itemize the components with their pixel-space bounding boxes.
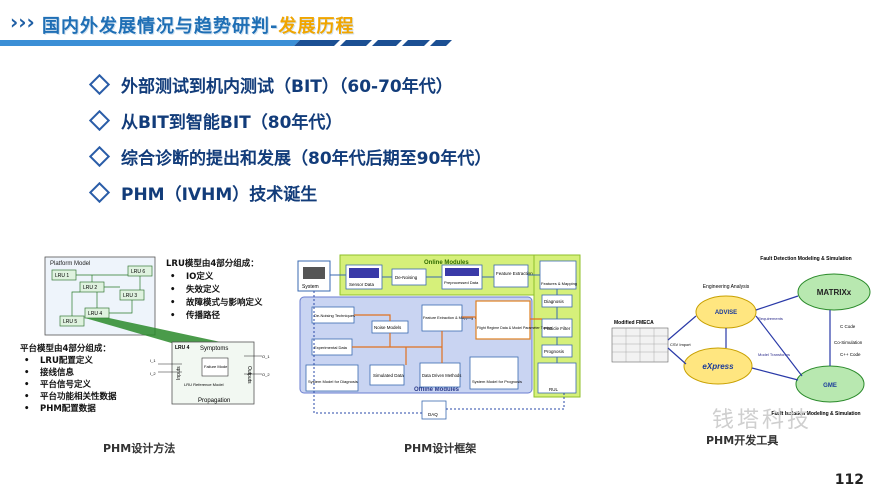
bullet-text: 从BIT到智能BIT（80年代） xyxy=(121,112,343,133)
lru-label: LRU 1 xyxy=(55,273,69,279)
online-label: Online Modules xyxy=(424,260,469,266)
io-label: O_2 xyxy=(262,372,270,377)
sys-prog-label: System Model for Prognosis xyxy=(472,379,522,384)
requirements-label: Requirements xyxy=(758,316,783,321)
lru-note-item: IO定义 xyxy=(166,271,263,284)
chevron-right-icon: ››› xyxy=(10,10,35,34)
symptoms-label: Symptoms xyxy=(200,346,228,352)
bullet-item: 综合诊断的提出和发展（80年代后期至90年代） xyxy=(88,138,492,174)
propagation-label: Propagation xyxy=(198,398,230,404)
diamond-bullet-icon xyxy=(88,145,111,167)
fault-isolation-label: Fault Isolation Modeling & Simulation xyxy=(771,411,860,417)
io-label: I_1 xyxy=(150,358,156,363)
matrixx-label: MATRIXx xyxy=(817,288,852,297)
lru-ref-label: LRU Reference Model xyxy=(184,382,224,387)
features-mapping-label: Features & Mapping xyxy=(541,281,577,286)
figure-caption: PHM设计框架 xyxy=(404,442,477,455)
plat-notes-title: 平台模型由4部分组成： xyxy=(20,344,111,354)
feature-extraction-label: Feature Extraction xyxy=(496,271,533,276)
lru-note-item: 故障模式与影响定义 xyxy=(166,297,263,310)
diamond-bullet-icon xyxy=(88,181,111,203)
experimental-label: Experimental Data xyxy=(314,345,348,350)
bullet-text: 综合诊断的提出和发展（80年代后期至90年代） xyxy=(121,148,492,169)
plat-note-item: LRU配置定义 xyxy=(20,355,117,367)
rul-label: RUL xyxy=(549,387,558,392)
plat-note-item: 平台信号定义 xyxy=(20,379,117,391)
phm-framework-diagram: Online Modules Offline Modules System Se… xyxy=(294,253,584,423)
lru-note-item: 传播路径 xyxy=(166,310,263,323)
lru-label: LRU 3 xyxy=(123,293,137,299)
sys-diag-label: System Model for Diagnosis xyxy=(308,379,358,384)
failure-mode-label: Failure Mode xyxy=(204,364,228,369)
platform-label: Platform Model xyxy=(50,261,90,267)
gme-label: GME xyxy=(823,383,837,389)
io-label: O_1 xyxy=(262,354,270,359)
daq-label: DAQ xyxy=(428,412,438,417)
denoising-label: De-Noising xyxy=(395,275,418,280)
diamond-bullet-icon xyxy=(88,73,111,95)
lru-label: LRU 4 xyxy=(88,311,102,317)
bullet-item: PHM（IVHM）技术诞生 xyxy=(88,174,491,210)
inputs-label: Inputs xyxy=(176,366,182,380)
express-label: eXpress xyxy=(702,362,734,371)
co-sim-label: Co-Simulation xyxy=(834,340,863,345)
figure-caption: PHM开发工具 xyxy=(706,434,779,447)
prognosis-label: Prognosis xyxy=(544,349,565,354)
title-main: 国内外发展情况与趋势研判- xyxy=(42,16,279,37)
header-decoration xyxy=(0,40,452,46)
lru-model-notes: LRU模型由4部分组成： IO定义 失效定义 故障模式与影响定义 传播路径 xyxy=(166,258,263,323)
page-title: 国内外发展情况与趋势研判-发展历程 xyxy=(42,12,354,38)
denoising-tech-label: De-Noising Techniques xyxy=(314,313,355,318)
advise-label: ADVISE xyxy=(715,310,737,316)
bullet-item: 外部测试到机内测试（BIT）（60-70年代） xyxy=(88,66,491,102)
csv-import-label: CSV Import xyxy=(670,342,692,347)
diamond-bullet-icon xyxy=(88,109,111,131)
eng-analysis-label: Engineering Analysis xyxy=(703,284,750,290)
plat-note-item: 接线信息 xyxy=(20,367,117,379)
title-accent: 发展历程 xyxy=(278,16,355,37)
watermark: 钱塔科技 xyxy=(712,408,813,433)
data-driven-label: Data Driven Methods xyxy=(422,373,461,378)
page-number: 112 xyxy=(834,472,864,488)
bullet-text: 外部测试到机内测试（BIT）（60-70年代） xyxy=(121,76,453,97)
lru-label: LRU 6 xyxy=(131,269,145,275)
platform-model-notes: 平台模型由4部分组成： LRU配置定义 接线信息 平台信号定义 平台功能相关性数… xyxy=(20,343,117,415)
outputs-label: Outputs xyxy=(246,366,252,384)
sensor-data-label: Sensor Data xyxy=(349,282,375,287)
feat-map-tech-label: Feature Extraction & Mapping Techniques xyxy=(423,316,494,320)
c-code-label: C Code xyxy=(840,324,856,329)
diagnosis-label: Diagnosis xyxy=(544,299,565,304)
platform-model-diagram: Platform Model LRU 1 LRU 2 LRU 3 LRU 4 L… xyxy=(44,256,270,405)
plat-note-item: 平台功能相关性数据 xyxy=(20,391,117,403)
lru-notes-title: LRU模型由4部分组成： xyxy=(166,259,259,269)
flight-regime-label: Flight Regime Data & Model Parameter Tun… xyxy=(477,326,552,330)
cpp-code-label: C++ Code xyxy=(840,352,861,357)
preprocessed-label: Preprocessed Data xyxy=(444,280,479,285)
lru4-label: LRU 4 xyxy=(175,345,190,351)
io-label: I_2 xyxy=(150,371,156,376)
bullet-text: PHM（IVHM）技术诞生 xyxy=(121,184,318,205)
simulated-label: Simulated Data xyxy=(373,373,404,378)
offline-label: Offline Modules xyxy=(414,387,460,393)
model-transforms-label: Model Transforms xyxy=(758,352,790,357)
fmeca-label: Modified FMECA xyxy=(614,320,654,326)
fault-detection-label: Fault Detection Modeling & Simulation xyxy=(760,256,851,262)
lru-note-item: 失效定义 xyxy=(166,284,263,297)
lru-label: LRU 5 xyxy=(63,319,77,325)
particle-filter-label: Particle Filter xyxy=(544,326,571,331)
plat-note-item: PHM配置数据 xyxy=(20,403,117,415)
phm-tools-diagram: Fault Detection Modeling & Simulation MA… xyxy=(611,256,871,417)
lru-label: LRU 2 xyxy=(83,285,97,291)
bullet-list: 外部测试到机内测试（BIT）（60-70年代） 从BIT到智能BIT（80年代）… xyxy=(88,66,492,210)
system-label: System xyxy=(302,284,319,290)
figure-caption: PHM设计方法 xyxy=(103,442,176,455)
bullet-item: 从BIT到智能BIT（80年代） xyxy=(88,102,491,138)
noise-models-label: Noise Models xyxy=(374,325,402,330)
